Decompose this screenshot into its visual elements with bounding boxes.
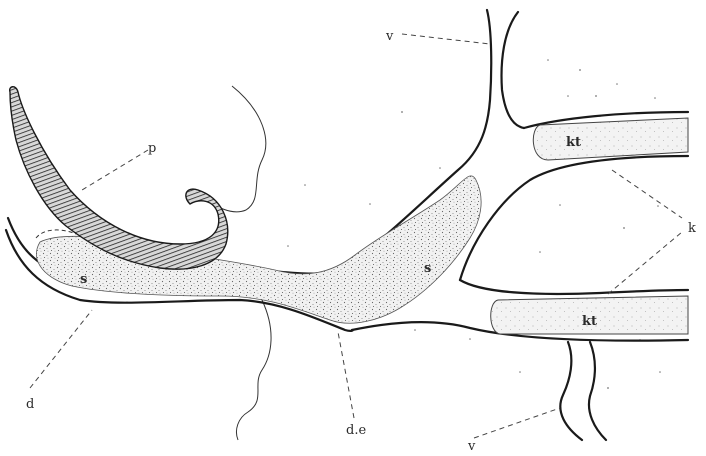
leader-p <box>82 150 148 190</box>
label-v-bottom: v <box>467 439 476 454</box>
label-d: d <box>26 397 34 412</box>
tissue-contour-upper <box>205 86 266 212</box>
label-kt-upper: kt <box>566 135 581 150</box>
kidney-tubule-upper <box>533 118 688 160</box>
leader-v-bottom <box>474 408 560 438</box>
label-s-left: s <box>80 272 87 287</box>
upper-branch-bottom-wall <box>460 156 688 280</box>
label-de: d.e <box>346 423 366 438</box>
label-s-right: s <box>424 261 431 276</box>
vessel-top-right-wall <box>502 12 524 128</box>
label-kt-lower: kt <box>582 314 597 329</box>
label-v-top: v <box>385 29 394 44</box>
vessel-bottom-right-wall <box>589 342 606 440</box>
leader-k-upper <box>612 170 682 218</box>
leader-de <box>338 332 354 418</box>
label-k: k <box>688 221 696 236</box>
vessel-bottom-left-wall <box>560 342 582 440</box>
label-p: p <box>148 141 156 156</box>
tissue-contour-lower <box>236 300 271 440</box>
leader-k-lower <box>608 232 682 294</box>
leader-d <box>30 310 92 388</box>
leader-v-top <box>402 34 490 44</box>
lower-branch-top-wall <box>460 280 688 294</box>
